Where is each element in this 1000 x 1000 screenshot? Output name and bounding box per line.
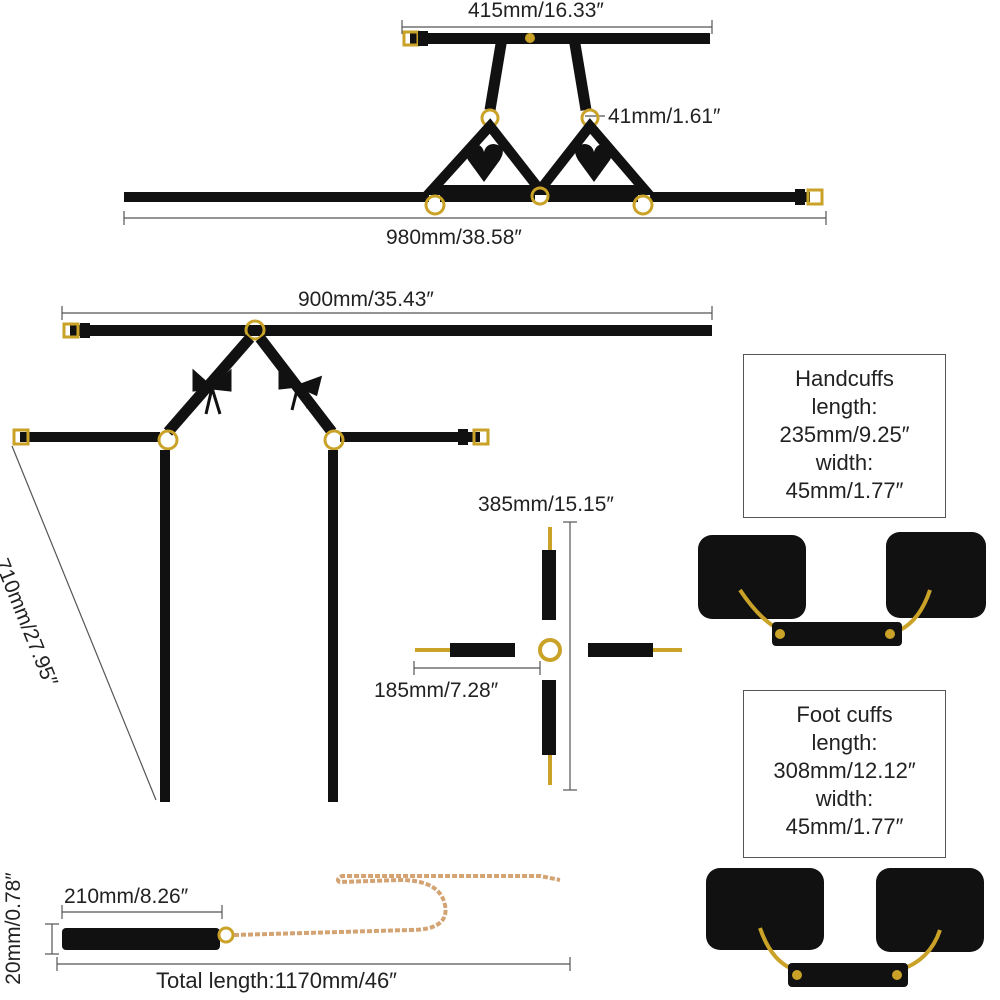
footcuffs-length-value: 308mm/12.12″ bbox=[773, 758, 916, 783]
bra-bottom-width-label: 980mm/38.58″ bbox=[386, 226, 522, 249]
leash-total-length-label: Total length:1170mm/46″ bbox=[156, 968, 397, 993]
handcuffs-width-value: 45mm/1.77″ bbox=[785, 478, 904, 503]
leash-handle-length-label: 210mm/8.26″ bbox=[64, 885, 189, 908]
bra-strap-width-label: 41mm/1.61″ bbox=[608, 105, 721, 128]
hogtie-cross bbox=[415, 527, 682, 785]
handcuffs-info-box: Handcuffs length: 235mm/9.25″ width: 45m… bbox=[743, 354, 946, 518]
hogtie-length-label: 385mm/15.15″ bbox=[478, 493, 614, 516]
handcuffs-width-label: width: bbox=[815, 450, 874, 475]
handcuffs bbox=[698, 532, 986, 646]
foot-cuffs bbox=[706, 868, 984, 987]
handcuffs-length-value: 235mm/9.25″ bbox=[779, 422, 910, 447]
footcuffs-title: Foot cuffs bbox=[796, 702, 893, 727]
handcuffs-length-label: length: bbox=[811, 394, 878, 419]
garter-belt bbox=[12, 319, 712, 802]
leash-handle-width-label: 20mm/0.78″ bbox=[1, 872, 25, 985]
leash bbox=[62, 874, 561, 950]
dimension-lines bbox=[11, 20, 827, 971]
bra-top-width-label: 415mm/16.33″ bbox=[468, 0, 604, 22]
garter-waist-width-label: 900mm/35.43″ bbox=[298, 288, 434, 311]
bra-harness bbox=[124, 30, 824, 216]
footcuffs-width-label: width: bbox=[815, 786, 874, 811]
footcuffs-width-value: 45mm/1.77″ bbox=[785, 814, 904, 839]
footcuffs-length-label: length: bbox=[811, 730, 878, 755]
footcuffs-info-box: Foot cuffs length: 308mm/12.12″ width: 4… bbox=[743, 690, 946, 858]
handcuffs-title: Handcuffs bbox=[795, 366, 894, 391]
hogtie-arm-length-label: 185mm/7.28″ bbox=[374, 679, 499, 702]
